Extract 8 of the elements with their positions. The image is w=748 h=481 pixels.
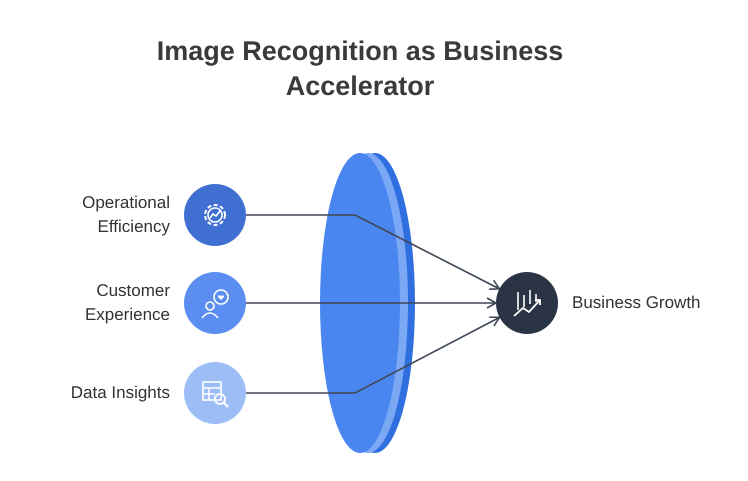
node-label: Operational Efficiency	[81, 192, 170, 238]
node-label: Business Growth	[572, 292, 700, 314]
node-label: Data Insights	[70, 382, 170, 404]
arrow	[246, 214, 500, 290]
arrow	[246, 297, 497, 309]
arrow	[246, 316, 500, 394]
node-label: Customer Experience	[84, 280, 170, 326]
title: Image Recognition as Business Accelerator	[156, 35, 564, 103]
